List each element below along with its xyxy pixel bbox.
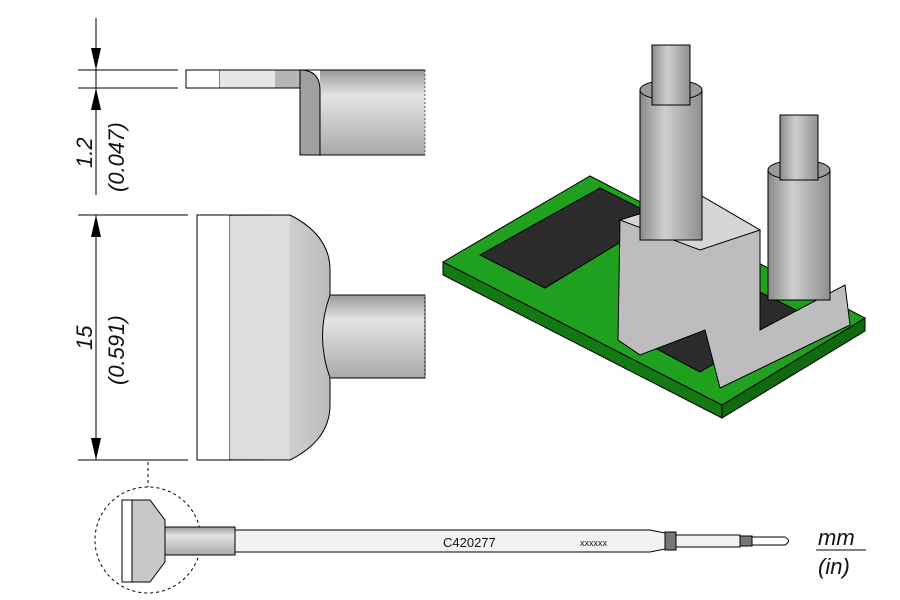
pcb-application-illustration	[441, 44, 867, 419]
unit-mm: mm	[818, 525, 855, 550]
width-mm: 15	[72, 325, 97, 350]
arrow-up-icon	[91, 88, 101, 110]
unit-in: (in)	[818, 554, 850, 579]
thickness-in: (0.047)	[104, 122, 129, 192]
side-view: 1.2 (0.047)	[72, 18, 426, 195]
tool-overview: C420277 xxxxxx	[94, 462, 789, 594]
arrow-down-icon	[91, 438, 101, 460]
arrow-up-icon	[91, 215, 101, 237]
serial-placeholder: xxxxxx	[580, 538, 608, 548]
units-legend: mm (in)	[816, 525, 866, 579]
thickness-mm: 1.2	[72, 137, 97, 168]
part-number: C420277	[443, 535, 496, 550]
arrow-down-icon	[91, 48, 101, 70]
front-view: 15 (0.591)	[72, 214, 426, 461]
width-in: (0.591)	[104, 315, 129, 385]
